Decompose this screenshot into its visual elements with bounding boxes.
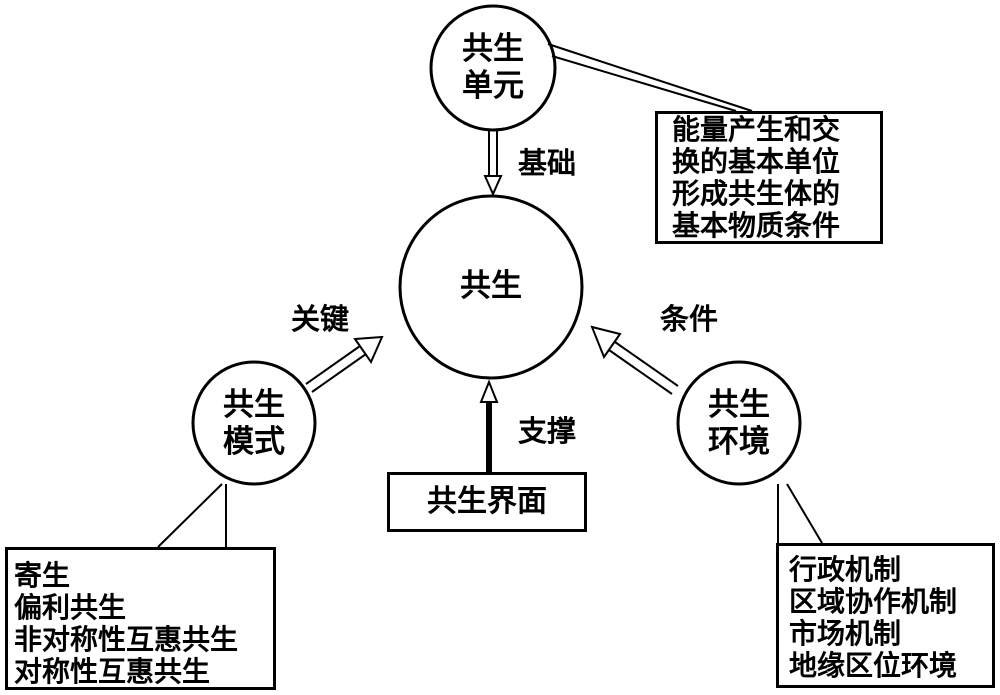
environment-list-item: 地缘区位环境 bbox=[789, 649, 958, 682]
center-node-label: 共生 bbox=[460, 268, 522, 304]
support-label: 支撑 bbox=[518, 414, 577, 448]
mode-list-box: 寄生 偏利共生 非对称性互惠共生 对称性互惠共生 bbox=[5, 547, 276, 690]
unit-desc-line: 基本物质条件 bbox=[672, 209, 841, 242]
environment-callout bbox=[777, 483, 823, 544]
basis-label: 基础 bbox=[518, 146, 577, 180]
unit-node-label: 共生 单元 bbox=[462, 31, 524, 104]
mode-list-item: 对称性互惠共生 bbox=[14, 655, 211, 688]
key-arrow bbox=[305, 335, 384, 393]
mode-list-item: 寄生 bbox=[14, 559, 71, 592]
environment-list-box: 行政机制 区域协作机制 市场机制 地缘区位环境 bbox=[776, 543, 995, 688]
environment-node-circle bbox=[676, 360, 802, 486]
mode-list-item: 偏利共生 bbox=[14, 591, 127, 624]
unit-description-box: 能量产生和交 换的基本单位 形成共生体的 基本物质条件 bbox=[655, 111, 883, 244]
interface-label: 共生界面 bbox=[427, 484, 547, 519]
unit-desc-line: 能量产生和交 bbox=[672, 113, 841, 146]
unit-callout bbox=[547, 43, 753, 112]
environment-node-label: 共生 环境 bbox=[708, 387, 770, 460]
mode-callout bbox=[157, 483, 227, 548]
unit-node-circle bbox=[429, 4, 557, 132]
unit-desc-line: 换的基本单位 bbox=[672, 145, 841, 178]
basis-arrow bbox=[483, 131, 503, 197]
mode-node-circle bbox=[191, 360, 317, 486]
environment-list-item: 市场机制 bbox=[789, 617, 902, 650]
interface-box: 共生界面 bbox=[387, 472, 587, 532]
key-label: 关键 bbox=[291, 302, 350, 336]
mode-list-item: 非对称性互惠共生 bbox=[14, 623, 239, 656]
condition-arrow bbox=[590, 325, 679, 395]
unit-desc-line: 形成共生体的 bbox=[672, 177, 841, 210]
environment-list-item: 行政机制 bbox=[789, 553, 902, 586]
condition-label: 条件 bbox=[660, 302, 719, 336]
mode-node-label: 共生 模式 bbox=[223, 387, 285, 460]
environment-list-item: 区域协作机制 bbox=[789, 585, 958, 618]
center-node-circle bbox=[398, 194, 584, 380]
support-arrow bbox=[479, 379, 499, 472]
